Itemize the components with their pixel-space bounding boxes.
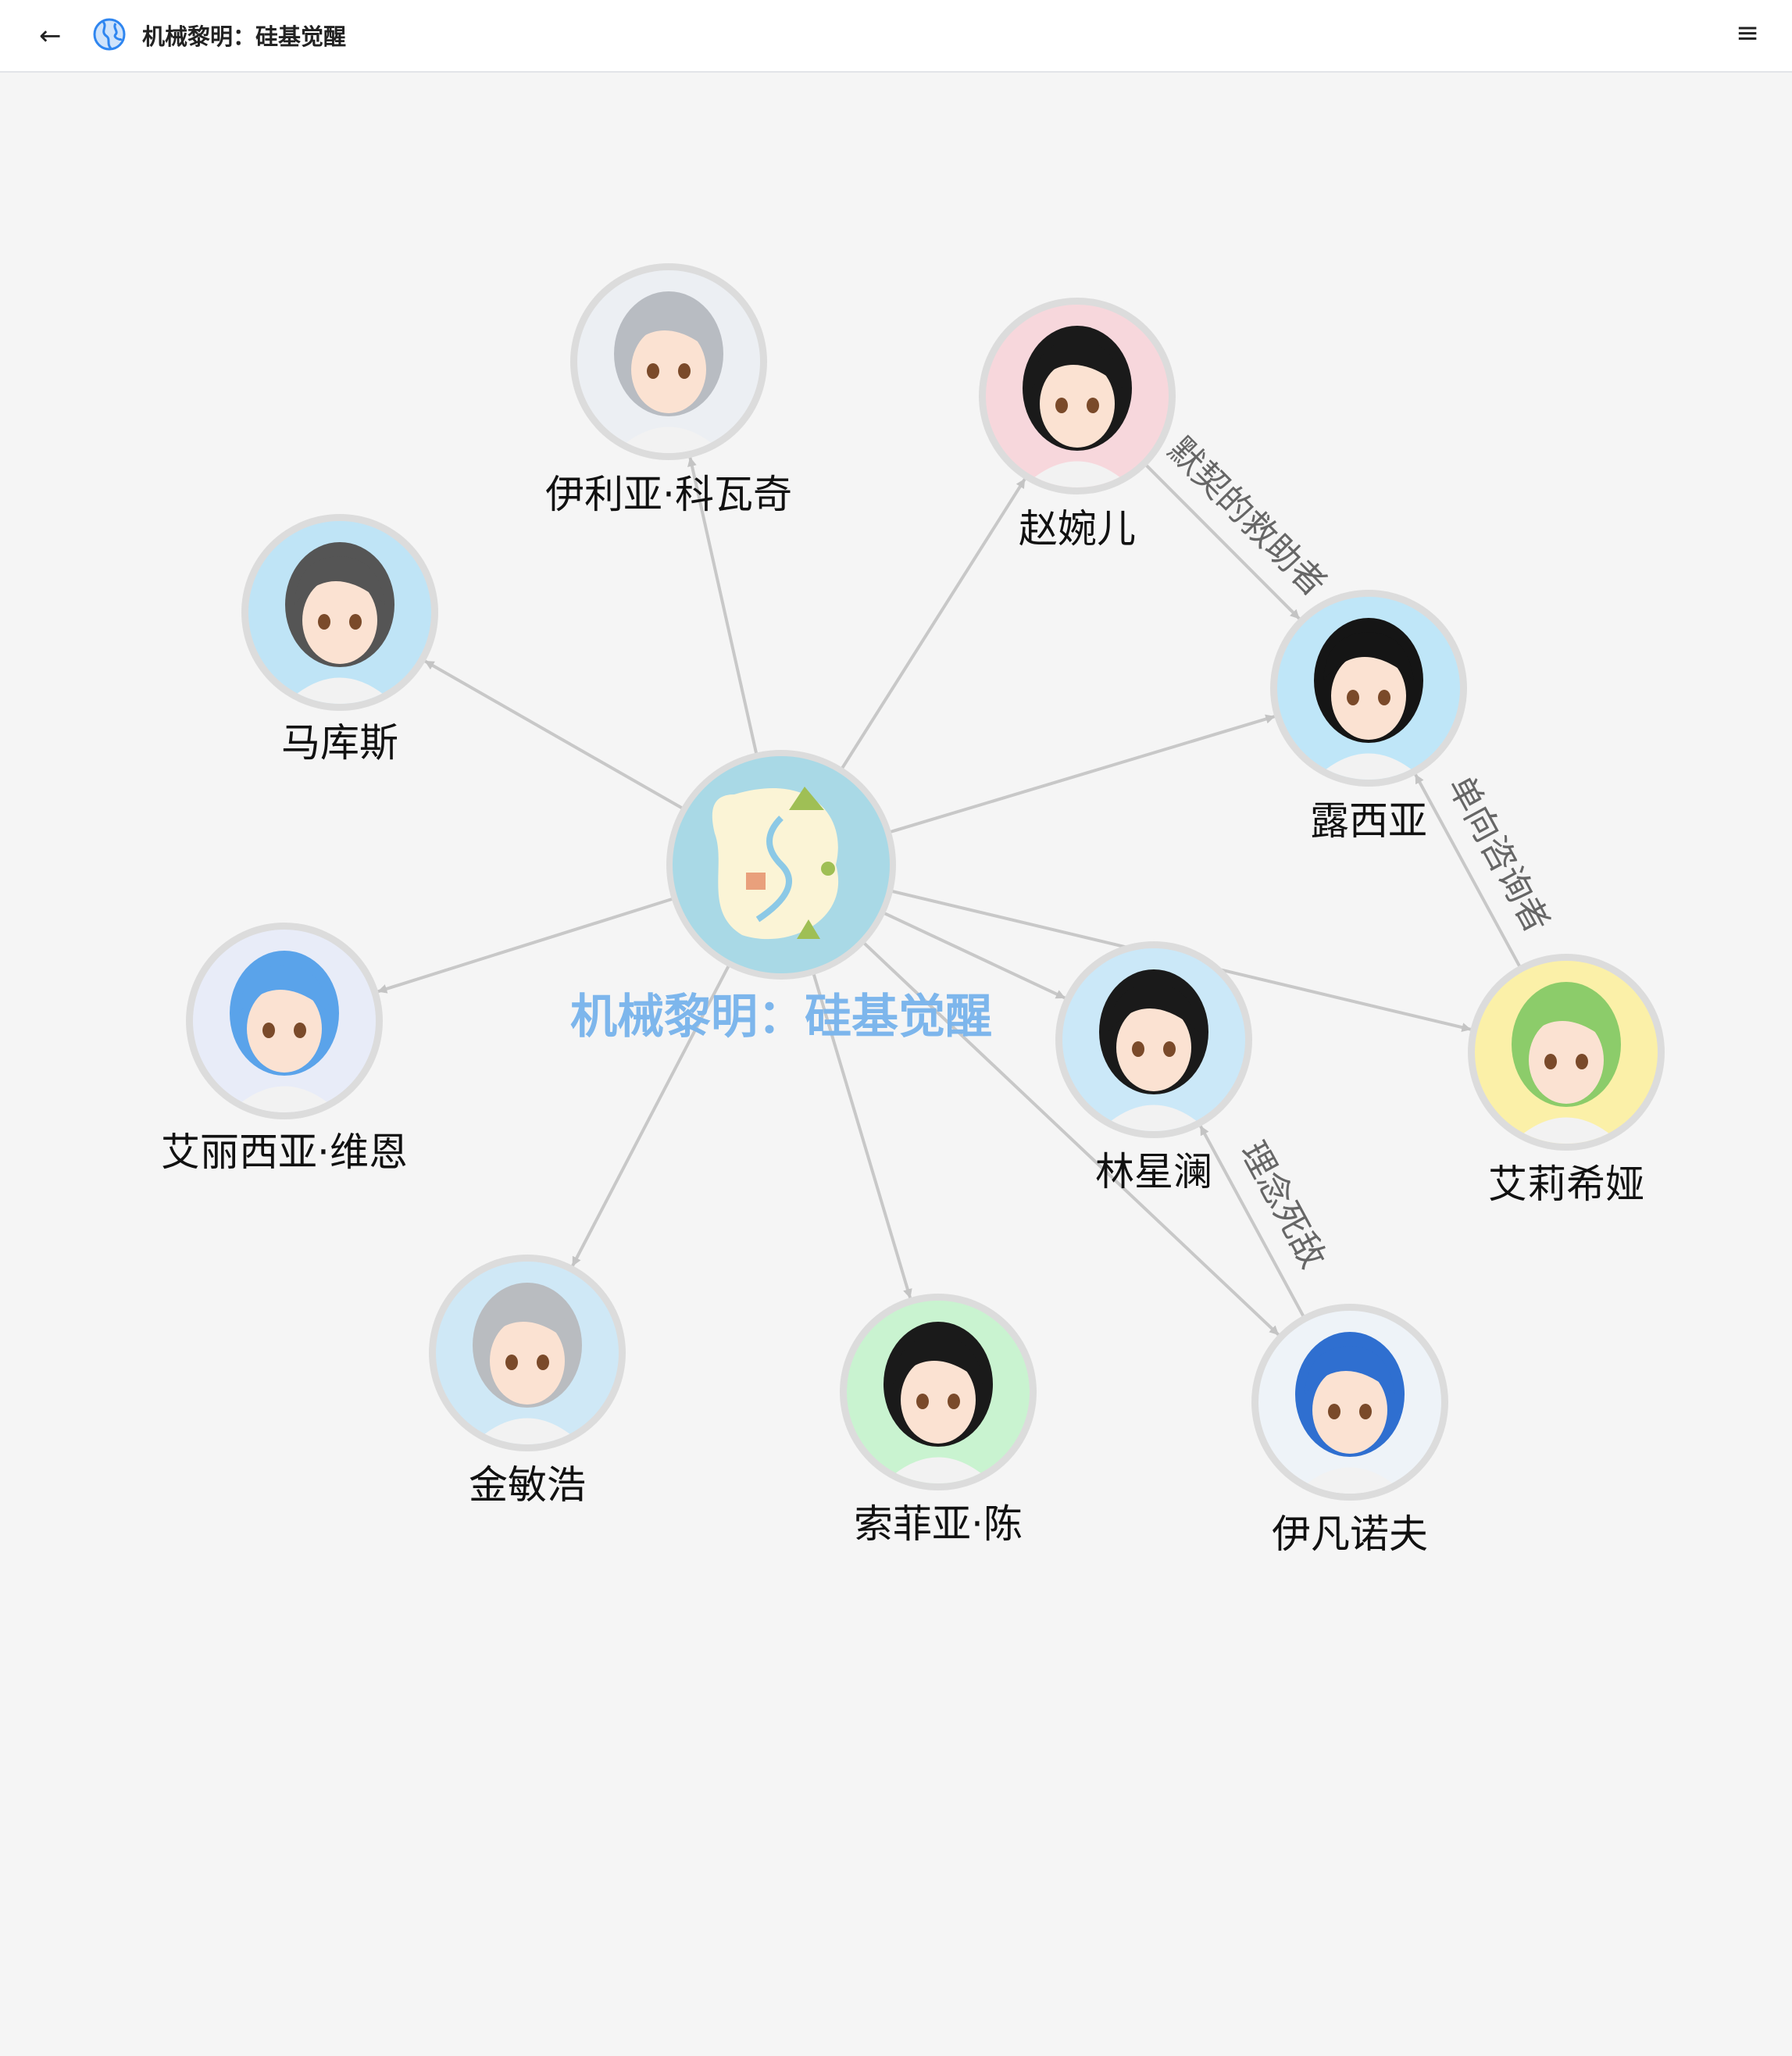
avatar (193, 930, 376, 1112)
edge-world-zhao (840, 477, 1026, 770)
character-node-elysia[interactable]: 艾莉希娅 (1468, 954, 1665, 1207)
avatar (436, 1262, 619, 1444)
edge-label: 默契的救助者 (1160, 430, 1334, 604)
character-node-lucia[interactable]: 露西亚 (1270, 590, 1467, 844)
edge-world-sophia (812, 973, 912, 1299)
world-label: 机械黎明：硅基觉醒 (570, 990, 992, 1044)
character-name: 伊利亚·科瓦奇 (545, 472, 792, 517)
avatar (1277, 597, 1460, 780)
globe-icon (93, 18, 126, 51)
avatar (847, 1301, 1030, 1483)
edge-world-ivanov (862, 941, 1280, 1337)
arrow-left-icon: ← (39, 20, 62, 52)
avatar (1062, 948, 1245, 1131)
character-name: 林星澜 (1095, 1149, 1212, 1194)
character-node-sophia[interactable]: 索菲亚·陈 (840, 1294, 1037, 1547)
edge-world-lucia (889, 714, 1276, 834)
character-node-kim[interactable]: 金敏浩 (429, 1255, 626, 1508)
character-node-ivanov[interactable]: 伊凡诺夫 (1251, 1304, 1448, 1557)
character-name: 艾丽西亚·维恩 (161, 1130, 408, 1175)
character-name: 艾莉希娅 (1488, 1162, 1644, 1207)
world-node[interactable]: 机械黎明：硅基觉醒 (570, 750, 992, 1044)
character-node-lin[interactable]: 林星澜 (1055, 941, 1252, 1194)
avatar (577, 270, 760, 453)
character-node-zhao[interactable]: 赵婉儿 (979, 298, 1176, 551)
character-node-ilya[interactable]: 伊利亚·科瓦奇 (545, 263, 792, 517)
edge-ivanov-lin (1198, 1124, 1306, 1319)
avatar (1258, 1311, 1441, 1494)
edge-elysia-lucia (1413, 773, 1522, 969)
menu-button[interactable]: ≡ (1736, 17, 1759, 49)
page-title: 机械黎明：硅基觉醒 (142, 23, 347, 50)
edge-world-alicia (377, 897, 674, 994)
edge-world-kim (570, 964, 730, 1268)
back-button[interactable]: ← (39, 20, 70, 52)
avatar (986, 305, 1169, 487)
edge-label: 理念死敌 (1233, 1135, 1333, 1275)
character-name: 伊凡诺夫 (1272, 1512, 1428, 1557)
edge-world-lin (883, 911, 1066, 1000)
edge-world-ilya (687, 456, 759, 755)
avatar (1475, 961, 1658, 1144)
edge-zhao-lucia (1144, 462, 1301, 620)
top-bar: ← 机械黎明：硅基觉醒 ≡ (0, 0, 1792, 73)
character-name: 金敏浩 (469, 1462, 586, 1508)
edge-world-marcus (423, 659, 684, 810)
character-name: 马库斯 (281, 720, 398, 766)
hamburger-menu-icon: ≡ (1735, 17, 1759, 49)
character-node-alicia[interactable]: 艾丽西亚·维恩 (161, 923, 408, 1175)
character-name: 露西亚 (1310, 798, 1427, 844)
avatar (248, 521, 431, 704)
character-name: 索菲亚·陈 (854, 1501, 1023, 1547)
character-name: 赵婉儿 (1019, 506, 1136, 551)
character-node-marcus[interactable]: 马库斯 (241, 514, 438, 766)
